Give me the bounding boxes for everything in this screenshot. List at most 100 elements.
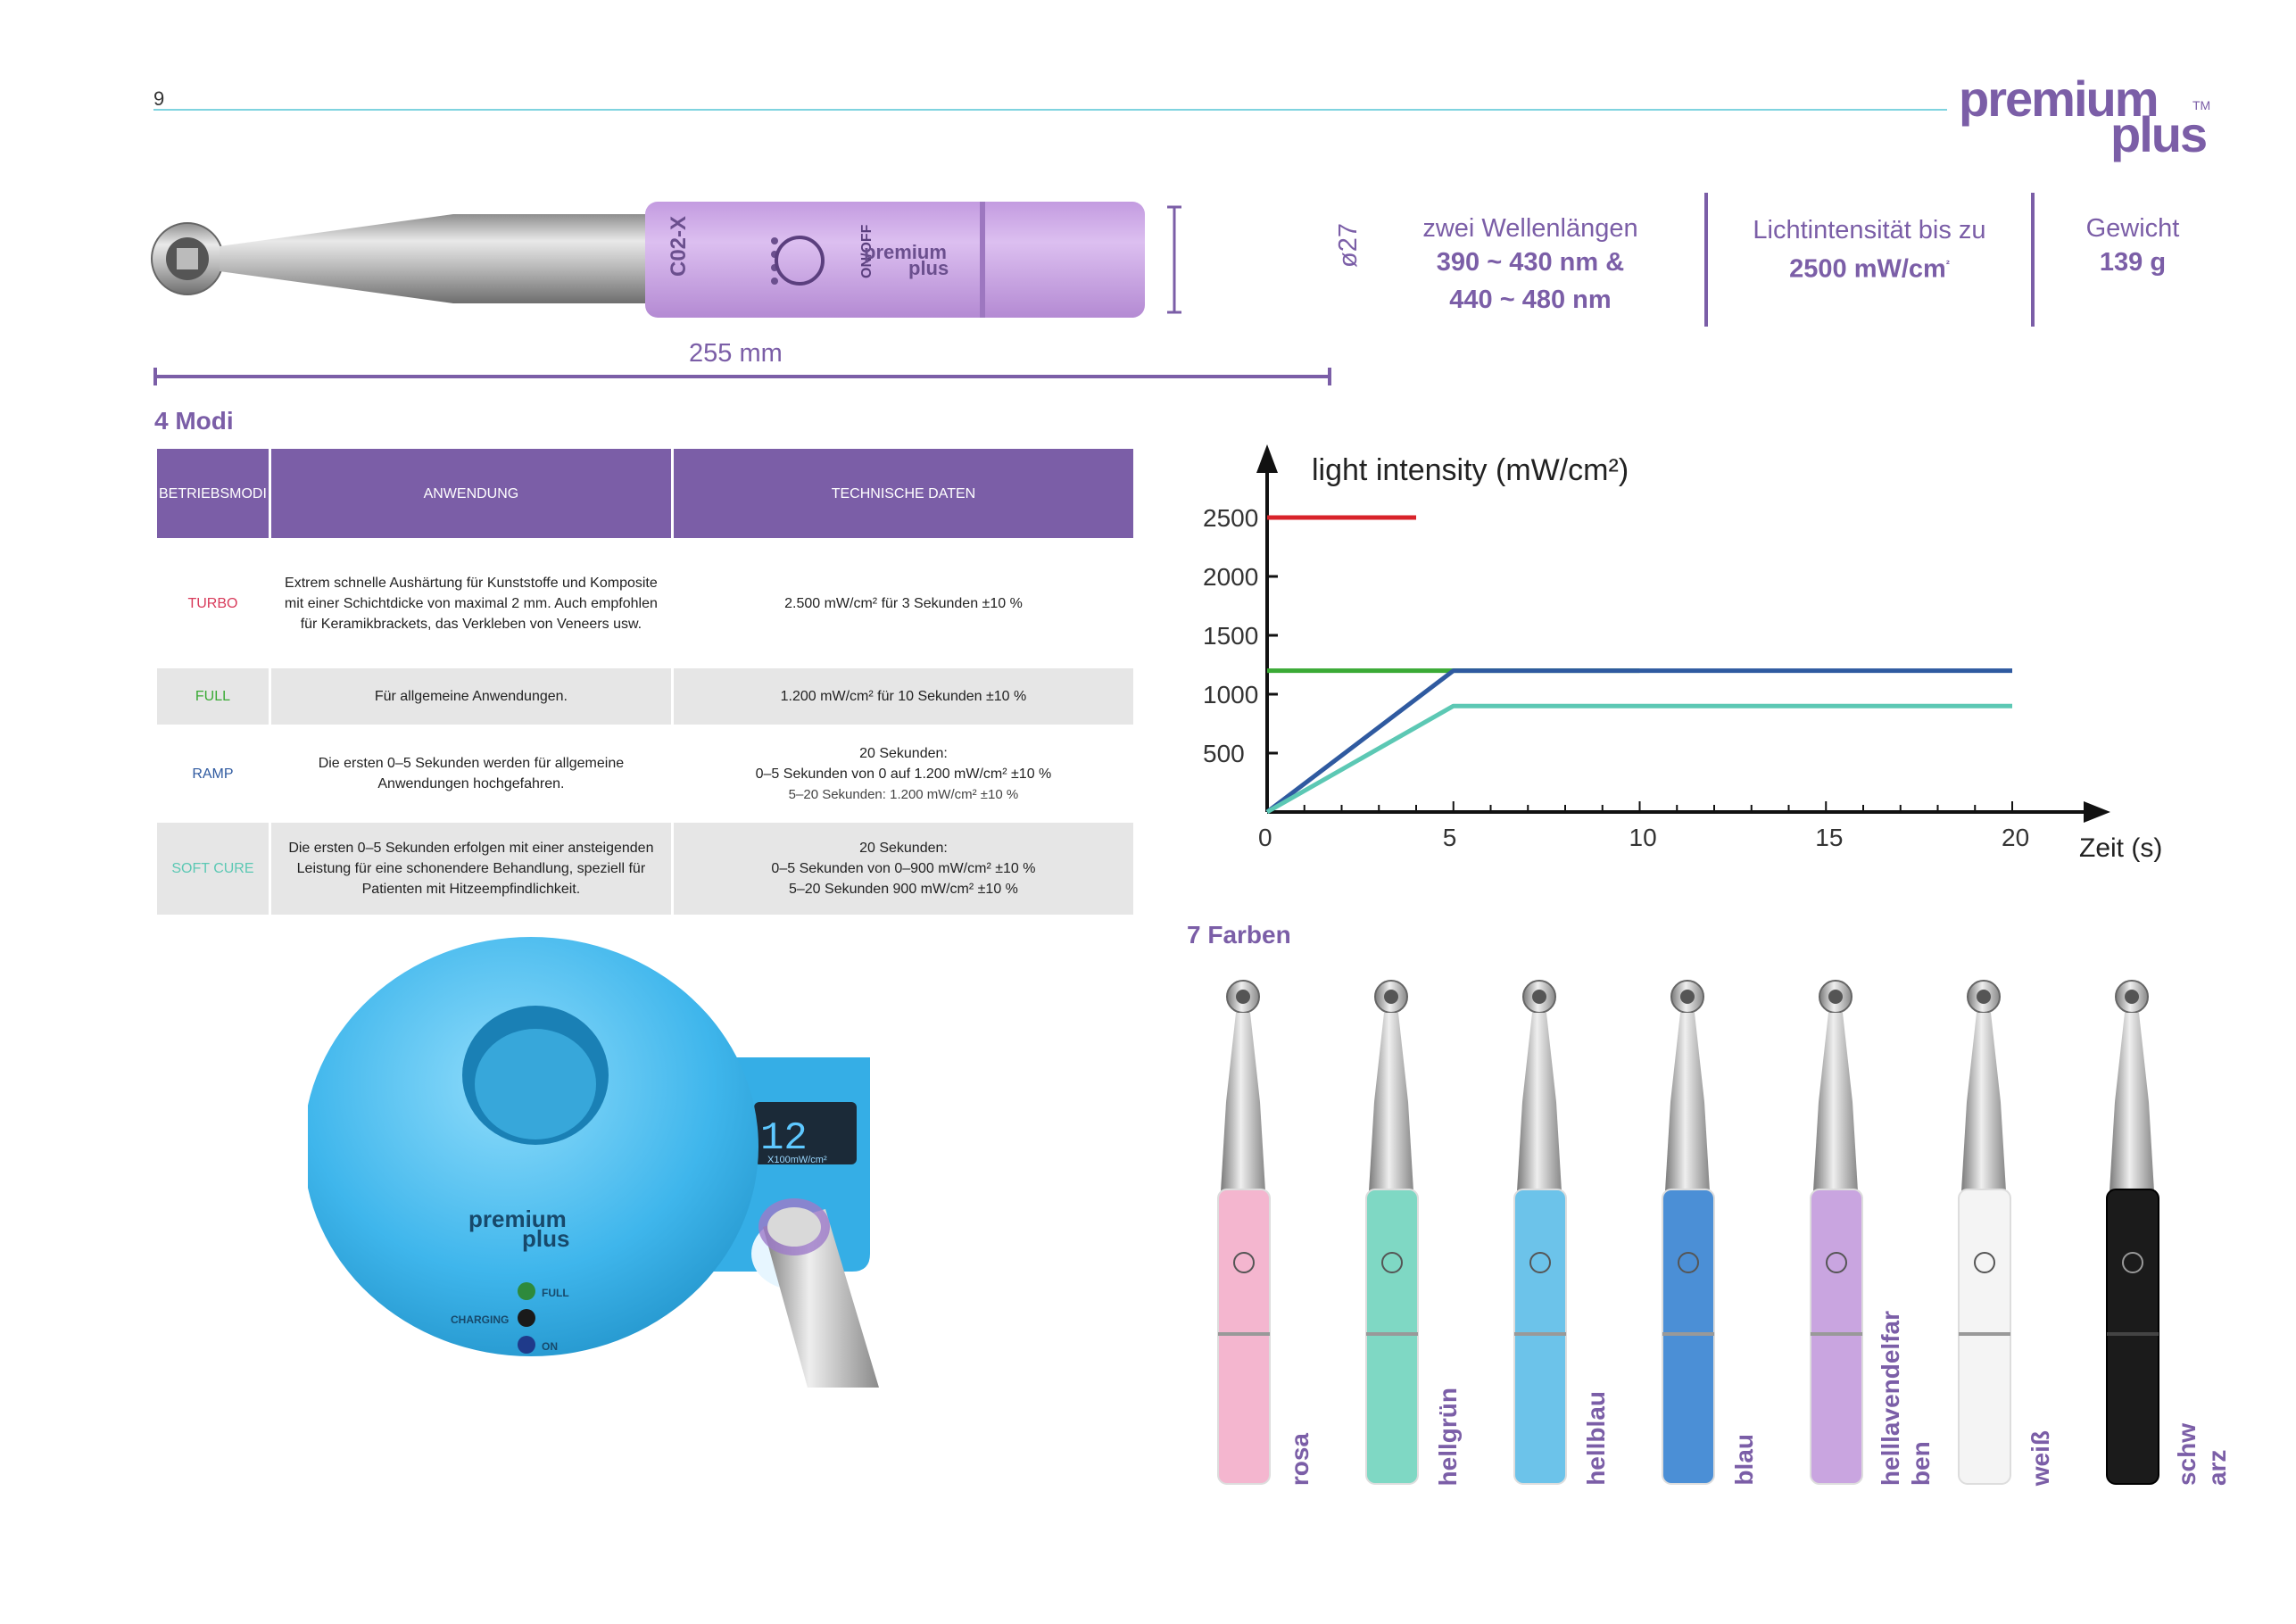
color-name-line: helllavendelfar <box>1877 1310 1904 1486</box>
station-brand-bottom: plus <box>522 1225 569 1252</box>
curing-light-handpiece: C02-X ON/OFF premium plus <box>151 202 1181 318</box>
color-name: rosa <box>1285 1433 1315 1486</box>
tech-line: 1.200 mW/cm² für 10 Sekunden ±10 % <box>780 689 1027 704</box>
handpiece-icon <box>2106 980 2159 1485</box>
power-button-icon <box>775 236 825 286</box>
handpiece-icon <box>1513 980 1567 1485</box>
on-led-icon <box>518 1336 535 1354</box>
tech-line: 0–5 Sekunden von 0–900 mW/cm² ±10 % <box>771 861 1036 876</box>
x-tick-label: 15 <box>1815 824 1843 851</box>
page-number: 9 <box>153 87 165 110</box>
table-row: TURBO Extrem schnelle Aushärtung für Kun… <box>157 541 1133 666</box>
mode-name: RAMP <box>157 727 269 820</box>
logo-text-top: premium <box>1959 70 2159 127</box>
mode-use: Die ersten 0–5 Sekunden werden für allge… <box>270 727 671 820</box>
intensity-value: 2500 mW/cm <box>1789 254 1946 284</box>
x-tick-label: 10 <box>1629 824 1657 851</box>
tech-line: 0–5 Sekunden von 0 auf 1.200 mW/cm² ±10 … <box>755 766 1052 782</box>
x-tick-label: 5 <box>1443 824 1457 851</box>
device-brand-bottom: plus <box>908 257 949 279</box>
x-axis-arrow <box>2084 801 2110 823</box>
tech-line: 20 Sekunden: <box>859 841 948 856</box>
table-row: RAMP Die ersten 0–5 Sekunden werden für … <box>157 727 1133 820</box>
logo-text-bottom: plus <box>2110 106 2208 162</box>
table-row: SOFT CURE Die ersten 0–5 Sekunden erfolg… <box>157 823 1133 915</box>
mode-use: Für allgemeine Anwendungen. <box>270 668 671 725</box>
mode-name: FULL <box>157 668 269 725</box>
spec-wavelength: zwei Wellenlängen 390 ~ 430 nm & 440 ~ 4… <box>1410 214 1651 319</box>
handpiece-icon <box>1810 980 1863 1485</box>
y-tick-label: 500 <box>1203 740 1245 767</box>
color-name-line: blau <box>1730 1434 1758 1486</box>
color-name-line: arz <box>2203 1449 2231 1486</box>
led-on-label: ON <box>542 1340 558 1353</box>
length-label: 255 mm <box>689 339 783 368</box>
tech-line: 2.500 mW/cm² für 3 Sekunden ±10 % <box>784 595 1023 611</box>
y-tick-label: 1000 <box>1203 681 1258 708</box>
series-line-3 <box>1265 668 2012 814</box>
color-name: weiß <box>2026 1430 2056 1486</box>
tech-line: 5–20 Sekunden: 1.200 mW/cm² ±10 % <box>788 786 1019 802</box>
tech-line: 5–20 Sekunden 900 mW/cm² ±10 % <box>788 882 1018 897</box>
color-name-line: weiß <box>2027 1429 2054 1486</box>
mode-tech: 20 Sekunden: 0–5 Sekunden von 0–900 mW/c… <box>673 823 1133 915</box>
model-label: C02-X <box>667 216 691 277</box>
handpiece-icon <box>1217 980 1271 1485</box>
table-header: TECHNISCHE DATEN <box>673 449 1133 538</box>
spec-intensity: Lichtintensität bis zu 2500 mW/cm² <box>1727 216 2012 288</box>
spec-weight: Gewicht 139 g <box>2052 214 2213 281</box>
table-header: ANWENDUNG <box>270 449 671 538</box>
color-name: hellblau <box>1581 1391 1612 1486</box>
y-tick-label: 2500 <box>1203 504 1258 532</box>
color-variants: rosa hellgrün <box>1214 977 2249 1512</box>
modes-table: BETRIEBSMODI ANWENDUNG TECHNISCHE DATEN … <box>154 446 1136 917</box>
handpiece-icon <box>1958 980 2011 1485</box>
table-row: FULL Für allgemeine Anwendungen. 1.200 m… <box>157 668 1133 725</box>
color-name: hellgrün <box>1433 1388 1463 1486</box>
color-name: blau <box>1729 1434 1760 1486</box>
display-unit: X100mW/cm² <box>767 1155 827 1165</box>
color-variant: rosa <box>1214 977 1356 1512</box>
header-rule <box>153 109 1947 111</box>
mode-name: TURBO <box>157 541 269 666</box>
color-name-line: schw <box>2173 1422 2201 1486</box>
color-name-line: rosa <box>1286 1432 1314 1486</box>
brand-logo: premium plus TM <box>1959 70 2226 162</box>
weight-value: 139 g <box>2099 248 2167 277</box>
station-brand-top: premium <box>468 1206 567 1232</box>
table-header: BETRIEBSMODI <box>157 449 269 538</box>
charging-led-icon <box>518 1309 535 1327</box>
y-tick-label: 2000 <box>1203 563 1258 591</box>
color-name-line: hellgrün <box>1434 1387 1462 1486</box>
power-display: 12 <box>760 1116 808 1161</box>
weight-label: Gewicht <box>2085 214 2180 243</box>
modes-title: 4 Modi <box>154 407 234 435</box>
y-tick-label: 1500 <box>1203 622 1258 650</box>
intensity-label: Lichtintensität bis zu <box>1753 216 1986 244</box>
spec-divider <box>1704 193 1708 327</box>
intensity-sup: ² <box>1945 258 1950 270</box>
y-axis-arrow <box>1256 444 1278 473</box>
series-line-4 <box>1265 703 2012 815</box>
onoff-label: ON/OFF <box>859 224 874 278</box>
x-tick-label: 20 <box>2002 824 2029 851</box>
mode-tech: 1.200 mW/cm² für 10 Sekunden ±10 % <box>673 668 1133 725</box>
color-name-line: ben <box>1907 1441 1935 1486</box>
mode-tech: 20 Sekunden: 0–5 Sekunden von 0 auf 1.20… <box>673 727 1133 820</box>
colors-title: 7 Farben <box>1187 921 1291 949</box>
spec-divider <box>2031 193 2035 327</box>
handpiece-icon <box>1662 980 1715 1485</box>
chart-title: light intensity (mW/cm²) <box>1312 453 1629 487</box>
device-brand-top: premium <box>864 241 947 263</box>
tech-line: 20 Sekunden: <box>859 745 948 761</box>
diameter-label: ø27 <box>1334 223 1363 268</box>
length-dimension-line <box>153 375 1331 378</box>
color-variant: hellblau <box>1510 977 1653 1512</box>
full-led-icon <box>518 1282 535 1300</box>
color-name-line: hellblau <box>1582 1391 1610 1486</box>
mode-use: Die ersten 0–5 Sekunden erfolgen mit ein… <box>270 823 671 915</box>
